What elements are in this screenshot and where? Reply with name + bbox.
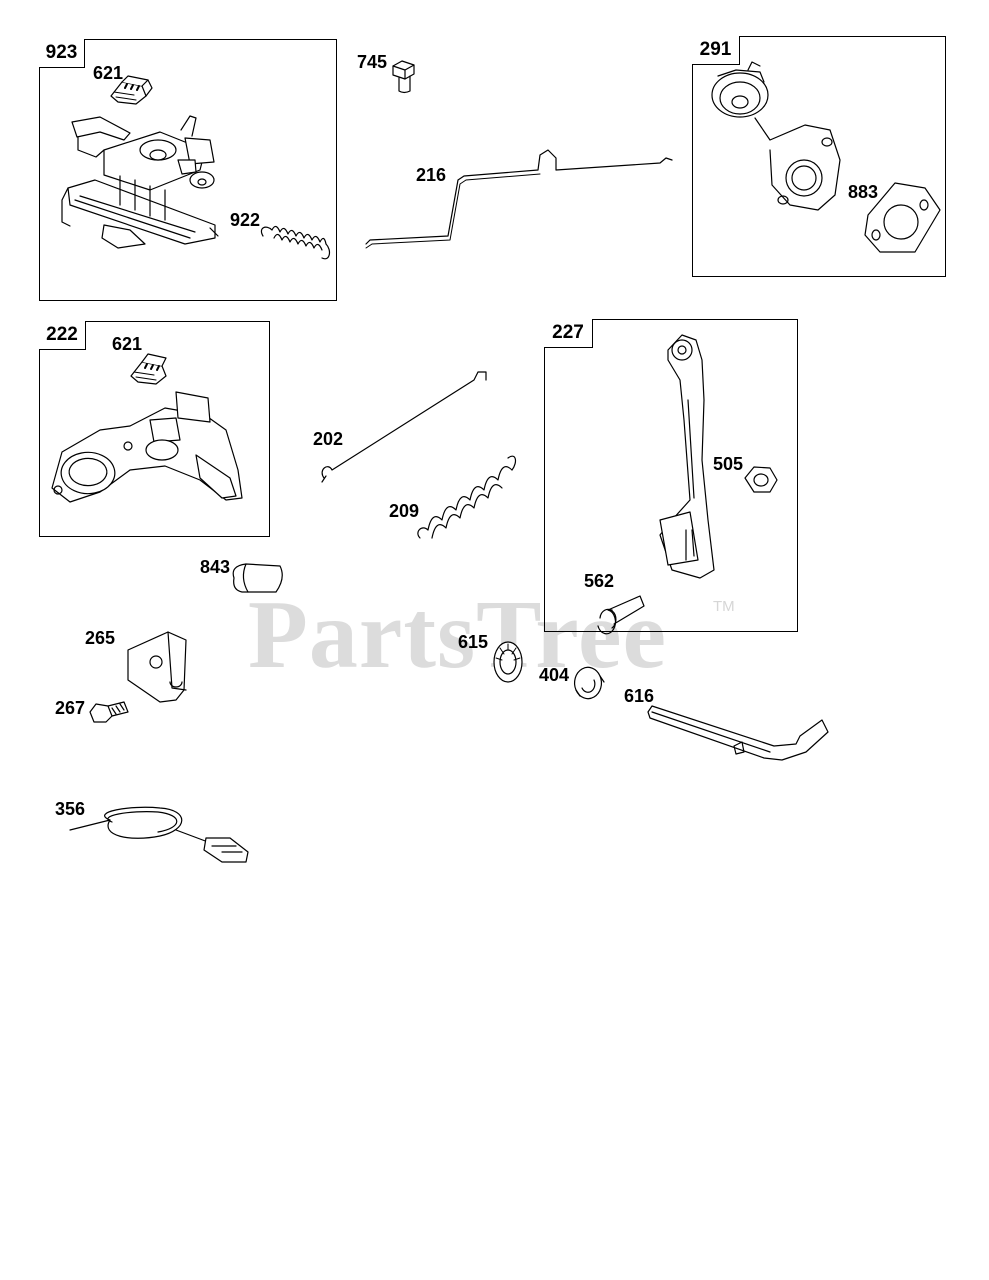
part-356-wire-illustration bbox=[69, 806, 249, 863]
label-843: 843 bbox=[200, 557, 231, 577]
assembly-box-227 bbox=[544, 319, 798, 632]
assembly-box-222-label: 222 bbox=[39, 321, 86, 350]
label-404: 404 bbox=[539, 665, 570, 685]
label-209: 209 bbox=[389, 501, 420, 521]
label-356: 356 bbox=[55, 799, 86, 819]
part-216-rod-illustration bbox=[365, 149, 673, 245]
label-265: 265 bbox=[85, 628, 116, 648]
part-615-bushing-illustration bbox=[493, 641, 523, 683]
watermark: PartsTree bbox=[248, 581, 667, 689]
label-621-b: 621 bbox=[112, 334, 143, 354]
label-621: 621 bbox=[93, 63, 124, 83]
label-505: 505 bbox=[713, 454, 744, 474]
assembly-box-227-label: 227 bbox=[544, 319, 593, 348]
label-922: 922 bbox=[230, 210, 261, 230]
label-202: 202 bbox=[313, 429, 344, 449]
part-404-washer-illustration bbox=[573, 666, 605, 700]
part-227-lever-illustration bbox=[659, 334, 715, 579]
part-621-clip-2-illustration bbox=[130, 353, 167, 385]
assembly-box-923 bbox=[39, 39, 337, 301]
watermark-trademark: TM bbox=[713, 598, 735, 615]
part-883-gasket-illustration bbox=[864, 182, 941, 253]
part-291-primer-illustration bbox=[711, 61, 841, 211]
part-267-screw-illustration bbox=[89, 701, 129, 723]
part-209-spring-illustration bbox=[417, 455, 517, 539]
label-616: 616 bbox=[624, 686, 655, 706]
label-745: 745 bbox=[357, 52, 388, 72]
label-615: 615 bbox=[458, 632, 489, 652]
assembly-box-291-label: 291 bbox=[692, 36, 740, 65]
assembly-box-291 bbox=[692, 36, 946, 277]
part-202-rod-illustration bbox=[321, 371, 487, 479]
label-883: 883 bbox=[848, 182, 879, 202]
part-923-assembly-illustration bbox=[61, 115, 219, 249]
part-222-bracket-illustration bbox=[51, 391, 243, 503]
part-562-pin-illustration bbox=[597, 595, 645, 635]
part-922-spring-illustration bbox=[260, 225, 331, 260]
part-265-bracket-illustration bbox=[127, 631, 187, 703]
label-216: 216 bbox=[416, 165, 447, 185]
part-745-bolt-illustration bbox=[392, 60, 415, 94]
label-562: 562 bbox=[584, 571, 615, 591]
part-616-shaft-illustration bbox=[647, 705, 829, 761]
part-843-sleeve-illustration bbox=[232, 563, 283, 593]
part-505-nut-illustration bbox=[744, 466, 778, 493]
label-267: 267 bbox=[55, 698, 86, 718]
assembly-box-222 bbox=[39, 321, 270, 537]
assembly-box-923-label: 923 bbox=[39, 39, 85, 68]
part-621-clip-illustration bbox=[110, 75, 153, 105]
